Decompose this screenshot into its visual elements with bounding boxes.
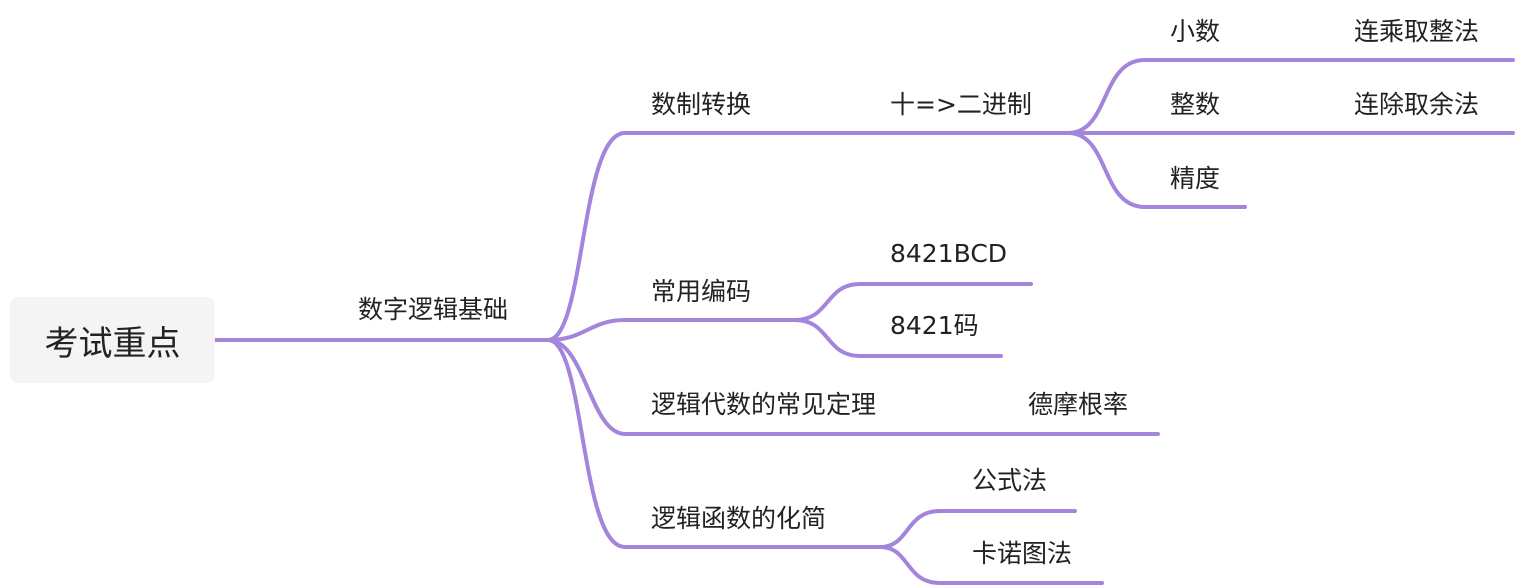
node-8421bcd[interactable]: 8421BCD <box>890 239 1008 268</box>
edge-shuzi-dingli <box>546 338 1160 436</box>
node-shuzi-luoji-jichu[interactable]: 数字逻辑基础 <box>358 295 509 324</box>
node-gongshi-fa[interactable]: 公式法 <box>972 466 1048 495</box>
node-shuzhi-zhuanhuan[interactable]: 数制转换 <box>651 90 752 119</box>
edge-erjinzhi-jingdu <box>1066 131 1247 209</box>
node-lianchu-quyu-fa[interactable]: 连除取余法 <box>1354 90 1480 119</box>
node-shi-er-jinzhi[interactable]: 十=>二进制 <box>890 90 1032 119</box>
edge-shuzi-huajian <box>546 338 887 549</box>
node-liancheng-quzheng-fa[interactable]: 连乘取整法 <box>1354 17 1480 46</box>
edge-erjinzhi-xiaoshu <box>1066 58 1515 135</box>
root-node[interactable]: 考试重点 <box>10 297 215 383</box>
root-node-label: 考试重点 <box>44 323 181 364</box>
node-kanuotu-fa[interactable]: 卡诺图法 <box>972 539 1073 568</box>
node-demogen-lv[interactable]: 德摩根率 <box>1028 390 1129 419</box>
edge-bianma-bcd <box>793 282 1033 322</box>
edge-huajian-gongshi <box>878 509 1077 549</box>
node-jingdu[interactable]: 精度 <box>1170 164 1221 193</box>
node-8421ma[interactable]: 8421码 <box>890 311 979 340</box>
node-luoji-hanshu-huajian[interactable]: 逻辑函数的化简 <box>651 504 827 533</box>
edge-shuzi-zhuanhuan <box>546 131 1075 342</box>
node-xiaoshu[interactable]: 小数 <box>1170 17 1221 46</box>
node-luoji-daishu-dingli[interactable]: 逻辑代数的常见定理 <box>651 390 877 419</box>
node-changyong-bianma[interactable]: 常用编码 <box>651 277 752 306</box>
edge-shuzi-bianma <box>546 318 802 342</box>
edge-bianma-ma8421 <box>793 318 1003 358</box>
node-zhengshu[interactable]: 整数 <box>1170 90 1221 119</box>
edge-huajian-kanuo <box>878 545 1104 585</box>
